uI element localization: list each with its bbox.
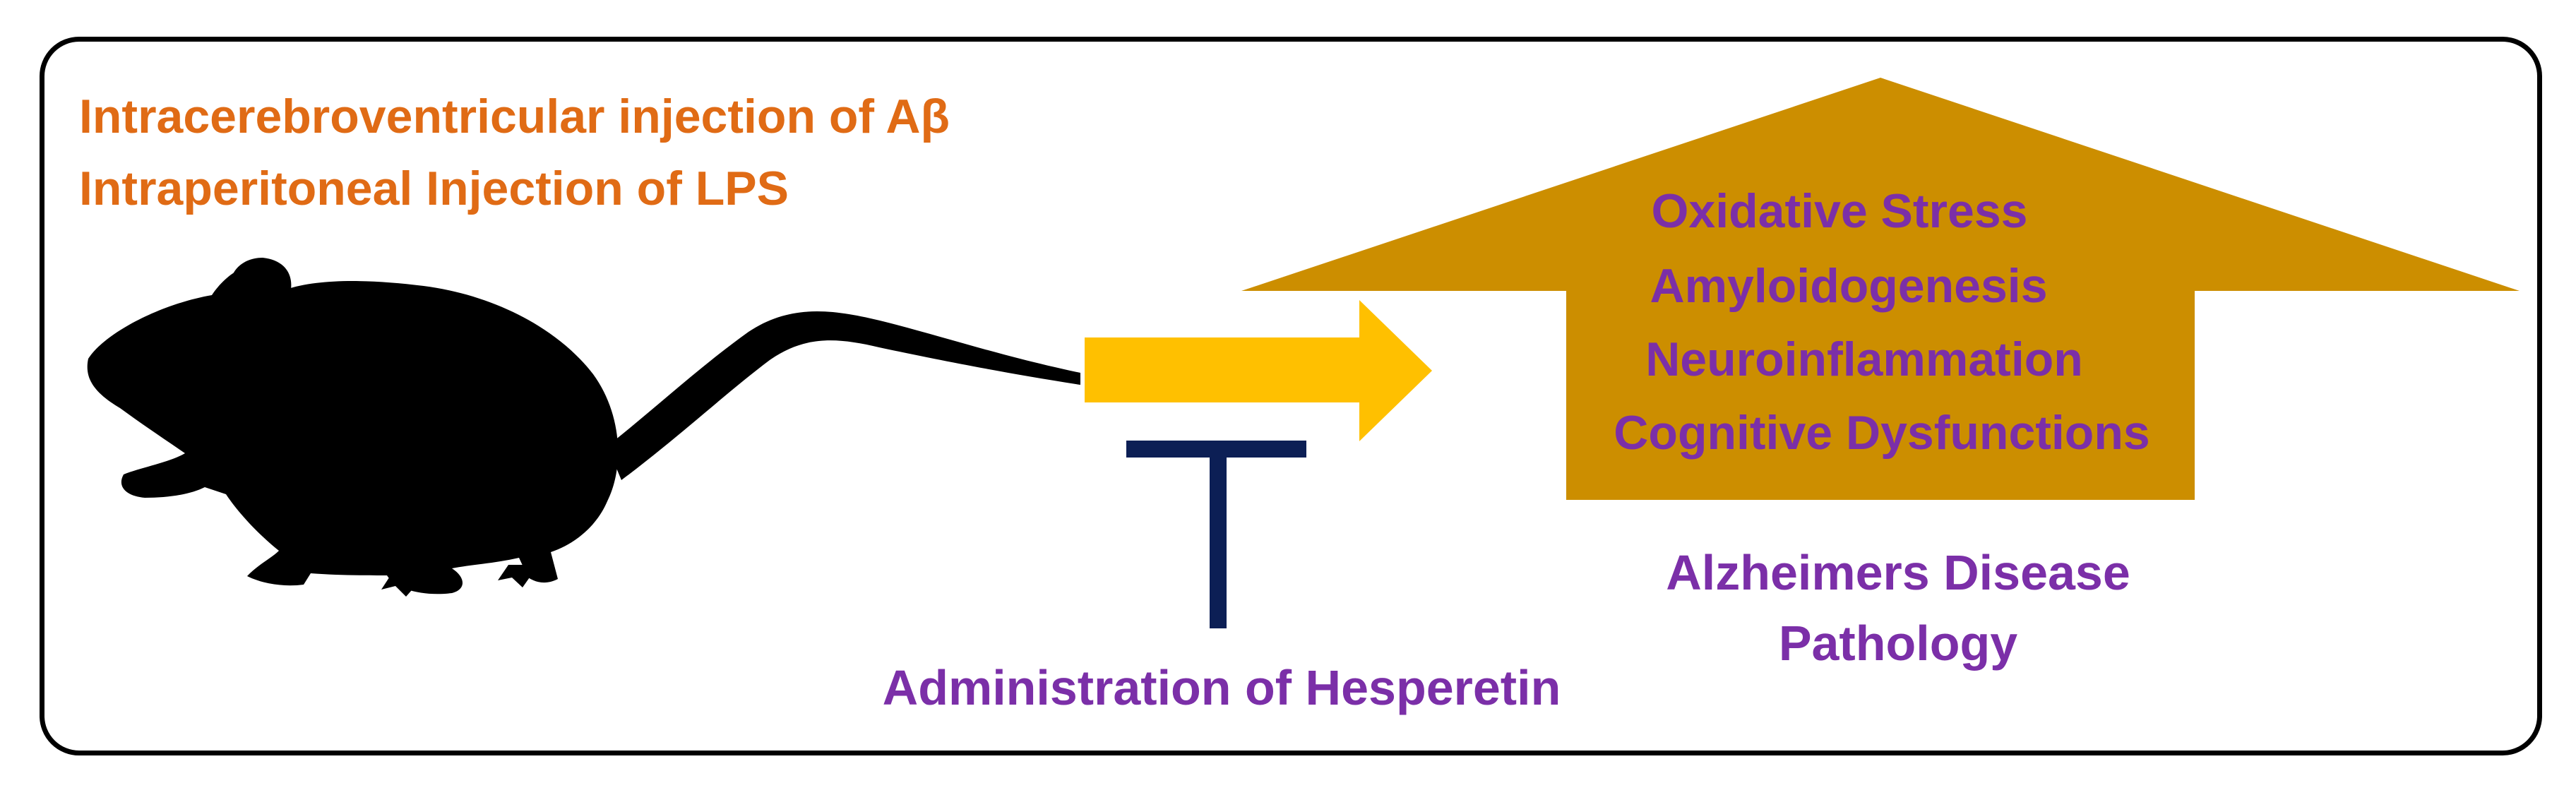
upregulation-arrow bbox=[1241, 78, 2520, 500]
induction-arrow bbox=[1085, 300, 1432, 441]
induction-arrow-shaft bbox=[1085, 337, 1364, 402]
effect-item-neuroinflammation: Neuroinflammation bbox=[1645, 333, 2083, 386]
induction-arrow-head bbox=[1359, 300, 1432, 441]
stimulus-line-1: Intracerebroventricular injection of Aβ bbox=[79, 90, 950, 143]
treatment-label: Administration of Hesperetin bbox=[883, 660, 1561, 715]
inhibition-bar bbox=[1126, 441, 1306, 458]
inhibition-stem bbox=[1210, 458, 1227, 628]
stimulus-line-2: Intraperitoneal Injection of LPS bbox=[79, 162, 789, 215]
inhibition-symbol bbox=[1126, 441, 1306, 628]
effect-item-oxidative-stress: Oxidative Stress bbox=[1652, 184, 2028, 238]
mouse-silhouette-icon bbox=[87, 258, 1080, 597]
effect-item-amyloidogenesis: Amyloidogenesis bbox=[1650, 259, 2047, 313]
outcome-line-1: Alzheimers Disease bbox=[1666, 545, 2130, 600]
outcome-line-2: Pathology bbox=[1779, 616, 2017, 671]
effect-item-cognitive-dysfunctions: Cognitive Dysfunctions bbox=[1614, 406, 2149, 460]
